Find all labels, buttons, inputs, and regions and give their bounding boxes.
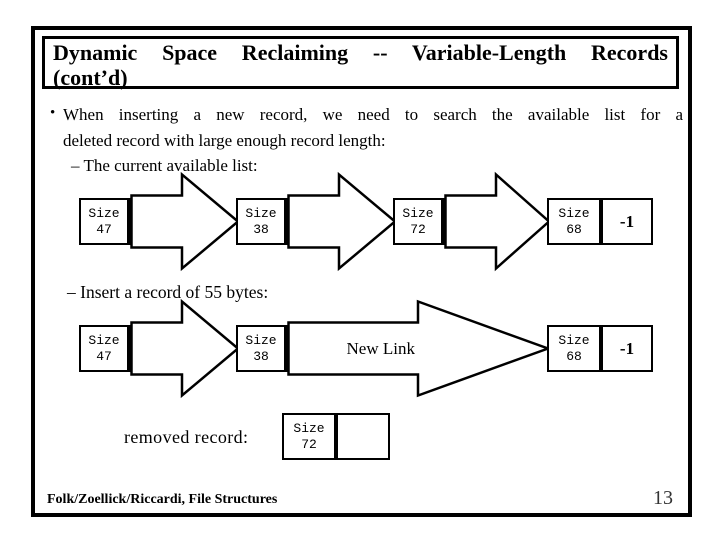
slide-page-number: 13 [653, 487, 673, 509]
size-label: Size [245, 205, 277, 221]
record-cell-size-47-row1: Size 47 [79, 198, 132, 245]
size-value: 68 [566, 221, 582, 237]
record-cell-size-47-row2: Size 47 [79, 325, 132, 372]
size-value: 47 [96, 348, 112, 364]
removed-record-caption: removed record: [124, 427, 249, 447]
size-value: 38 [253, 348, 269, 364]
slide-title-line-1: Dynamic Space Reclaiming -- Variable-Len… [53, 40, 668, 65]
slide-border [31, 26, 692, 517]
record-cell-size-38-row2: Size 38 [236, 325, 289, 372]
size-label: Size [245, 332, 277, 348]
record-cell-size-72-row1: Size 72 [393, 198, 446, 245]
size-value: 72 [410, 221, 426, 237]
bullet-text-line-1: When inserting a new record, we need to … [63, 105, 683, 124]
empty-link-cell [338, 415, 388, 458]
size-label: Size [88, 332, 120, 348]
size-value: 47 [96, 221, 112, 237]
record-node-size-68-row2: Size 68 -1 [547, 325, 653, 372]
slide-title-box: Dynamic Space Reclaiming -- Variable-Len… [42, 36, 679, 90]
new-link-label: New Link [346, 338, 415, 358]
size-value: 68 [566, 348, 582, 364]
size-value: 38 [253, 221, 269, 237]
size-label: Size [88, 205, 120, 221]
record-cell-size-68-row2: Size 68 [549, 327, 603, 370]
bullet-marker: • [50, 105, 56, 121]
size-label: Size [293, 420, 325, 436]
record-cell-size-72-removed: Size 72 [284, 415, 338, 458]
size-label: Size [558, 332, 590, 348]
sub-bullet-insert-record: – Insert a record of 55 bytes: [67, 282, 269, 302]
bullet-paragraph: When inserting a new record, we need to … [63, 102, 683, 153]
end-of-list-marker-row1: -1 [619, 211, 635, 231]
size-label: Size [402, 205, 434, 221]
bullet-text-line-2: deleted record with large enough record … [63, 130, 386, 150]
record-cell-size-38-row1: Size 38 [236, 198, 289, 245]
removed-record-node-size-72: Size 72 [282, 413, 390, 460]
footer-citation: Folk/Zoellick/Riccardi, File Structures [47, 492, 278, 507]
sub-bullet-current-available-list: – The current available list: [71, 156, 258, 175]
end-of-list-marker-row2: -1 [619, 338, 635, 358]
size-label: Size [558, 205, 590, 221]
record-node-size-68-row1: Size 68 -1 [547, 198, 653, 245]
size-value: 72 [301, 436, 317, 452]
slide-title-line-2: (cont’d) [53, 65, 128, 90]
record-cell-size-68-row1: Size 68 [549, 200, 603, 243]
